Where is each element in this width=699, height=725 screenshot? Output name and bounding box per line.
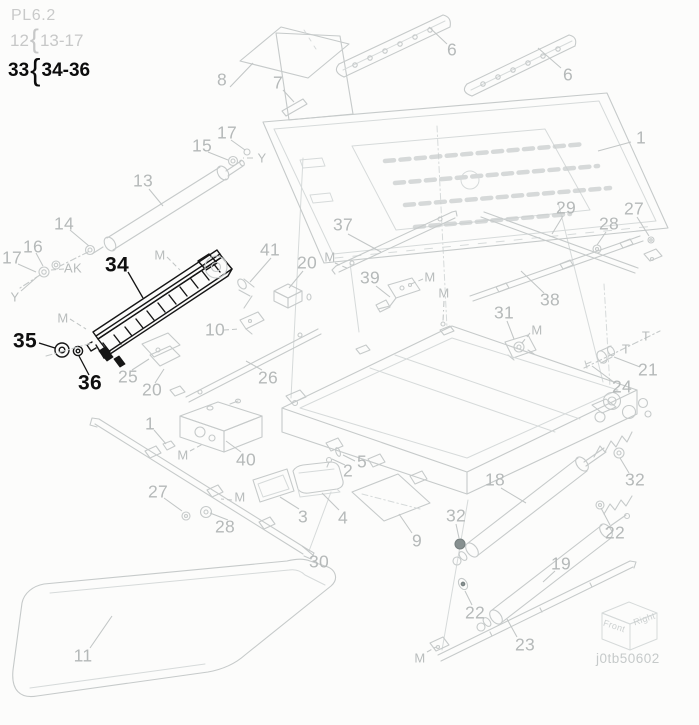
part-callout-39: 39: [359, 267, 381, 288]
part-callout-31: 31: [493, 302, 515, 323]
part-callout-40: 40: [235, 449, 257, 470]
ref-group-33-range: 34-36: [41, 60, 91, 81]
part-callout-M: M: [438, 285, 450, 301]
part-callout-Y: Y: [10, 289, 20, 305]
part-callout-37: 37: [332, 214, 354, 235]
part-callout-22: 22: [464, 602, 486, 623]
part-callout-3: 3: [297, 506, 309, 527]
part-callout-M: M: [154, 247, 166, 263]
part-callout-T: T: [621, 341, 631, 357]
part-callout-7: 7: [272, 72, 284, 93]
part-callout-AK: AK: [64, 260, 82, 276]
part-callout-26: 26: [257, 367, 279, 388]
part-callout-15: 15: [191, 135, 213, 156]
part-callout-28: 28: [214, 516, 236, 537]
part-callout-M: M: [57, 310, 69, 326]
part-callout-16: 16: [22, 236, 44, 257]
ref-group-12-brace: {: [29, 24, 39, 54]
part-callout-27: 27: [623, 198, 645, 219]
part-callout-5: 5: [356, 451, 368, 472]
part-callout-23: 23: [514, 634, 536, 655]
part-callout-4: 4: [337, 507, 349, 528]
part-callout-22: 22: [604, 522, 626, 543]
part-callout-35: 35: [13, 329, 37, 353]
part-callout-17: 17: [216, 122, 238, 143]
part-callout-14: 14: [53, 213, 75, 234]
part-callout-6: 6: [446, 39, 458, 60]
ref-group-33-prefix: 33: [8, 60, 30, 81]
part-callout-9: 9: [411, 530, 423, 551]
part-callout-6: 6: [562, 64, 574, 85]
part-callout-2: 2: [342, 460, 354, 481]
part-callout-8: 8: [216, 69, 228, 90]
part-callout-19: 19: [550, 553, 572, 574]
part-callout-32: 32: [624, 469, 646, 490]
ref-group-33: 33{34-36: [8, 52, 91, 87]
ref-group-12-prefix: 12: [10, 31, 29, 50]
ref-group-12: 12{13-17: [10, 24, 90, 54]
part-callout-36: 36: [78, 371, 102, 395]
part-callout-20: 20: [141, 379, 163, 400]
part-callout-29: 29: [555, 197, 577, 218]
part-callout-M: M: [414, 650, 426, 666]
part-callout-13: 13: [132, 170, 154, 191]
part-callout-T: T: [641, 328, 651, 344]
figure-code: j0tb50602: [596, 651, 660, 666]
part-callout-M: M: [531, 322, 543, 338]
part-callout-34: 34: [105, 253, 129, 277]
part-callout-38: 38: [539, 289, 561, 310]
part-callout-1: 1: [144, 413, 156, 434]
part-callout-Y: Y: [257, 150, 267, 166]
part-callout-M: M: [324, 249, 336, 265]
part-callout-25: 25: [117, 366, 139, 387]
ref-group-33-brace: {: [30, 52, 41, 87]
part-callout-M: M: [177, 447, 189, 463]
part-callout-M: M: [424, 269, 436, 285]
part-callout-41: 41: [259, 239, 281, 260]
part-callout-1: 1: [635, 127, 647, 148]
part-callout-28: 28: [598, 213, 620, 234]
part-callout-24: 24: [611, 376, 633, 397]
part-callout-18: 18: [484, 469, 506, 490]
part-callout-32: 32: [445, 505, 467, 526]
ref-group-12-range: 13-17: [39, 31, 84, 50]
part-callout-10: 10: [204, 319, 226, 340]
part-callout-20: 20: [296, 252, 318, 273]
part-callout-21: 21: [637, 359, 659, 380]
part-callout-27: 27: [147, 481, 169, 502]
part-callout-M: M: [234, 489, 246, 505]
plate-number: PL6.2: [11, 7, 56, 24]
page-header: PL6.2 12{13-17 33{34-36: [8, 6, 90, 86]
part-callout-17: 17: [1, 247, 23, 268]
part-callout-30: 30: [308, 551, 330, 572]
part-callout-11: 11: [73, 645, 93, 666]
